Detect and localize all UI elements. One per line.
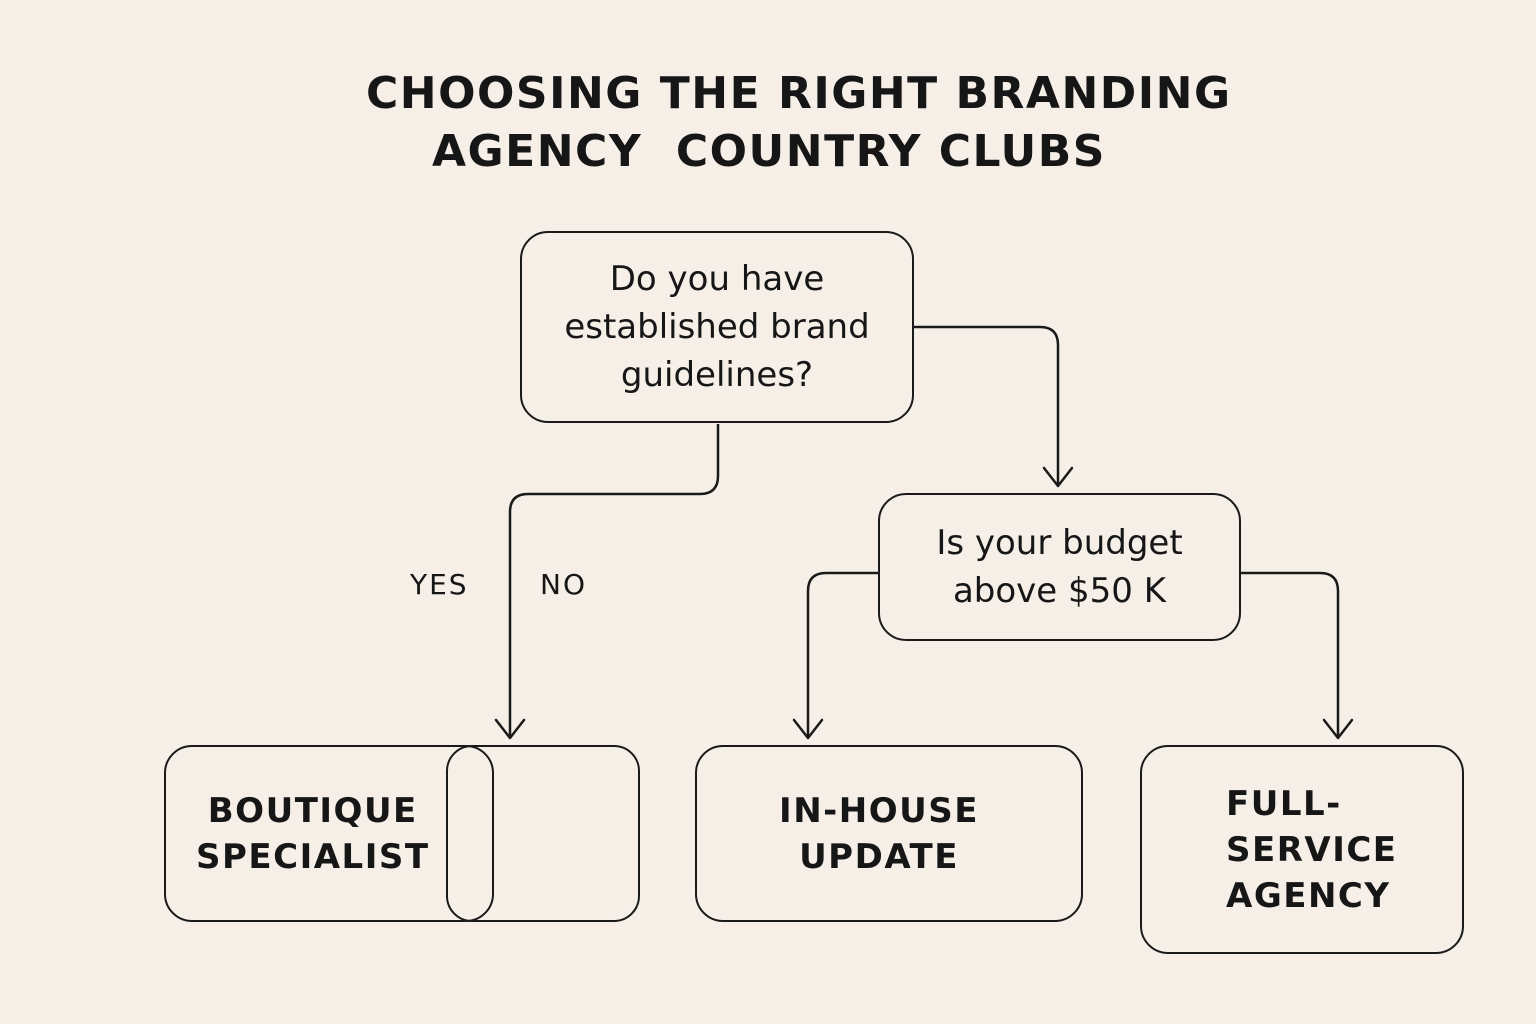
outcome-node-inhouse-update: IN-HOUSE UPDATE xyxy=(695,745,1083,922)
decision-text-line-2: established brand xyxy=(564,307,870,347)
edge-label-no: NO xyxy=(540,568,587,601)
outcome-text-line-1: BOUTIQUE xyxy=(207,790,418,831)
decision-node-budget: Is your budget above $50 K xyxy=(878,493,1241,641)
connector-guidelines-to-budget xyxy=(914,325,1060,484)
decision-node-brand-guidelines: Do you have established brand guidelines… xyxy=(520,231,914,423)
outcome-text-line-3: AGENCY xyxy=(1226,875,1391,916)
outcome-node-boutique-specialist: BOUTIQUE SPECIALIST xyxy=(164,745,494,922)
outcome-text-line-1: FULL- xyxy=(1226,783,1342,824)
edge-label-yes: YES xyxy=(410,568,469,601)
decision-text-line-3: guidelines? xyxy=(620,355,814,395)
decision-text-line-1: Do you have xyxy=(609,259,825,299)
outcome-text-line-2: UPDATE xyxy=(799,836,959,877)
diagram-title-line-1: CHOOSING THE RIGHT BRANDING xyxy=(366,68,1232,119)
outcome-node-boutique-overlay-box xyxy=(446,745,640,922)
diagram-title-line-2: AGENCY COUNTRY CLUBS xyxy=(432,126,1106,177)
outcome-text-line-2: SPECIALIST xyxy=(196,836,430,877)
connector-budget-to-fullservice xyxy=(1240,571,1340,736)
connector-guidelines-to-boutique xyxy=(508,424,720,736)
outcome-text-line-1: IN-HOUSE xyxy=(779,790,979,831)
arrowhead-fullservice xyxy=(1322,718,1354,740)
decision-text-line-1: Is your budget xyxy=(936,523,1183,563)
outcome-text-line-2: SERVICE xyxy=(1226,829,1398,870)
arrowhead-budget xyxy=(1042,466,1074,488)
connector-budget-to-inhouse xyxy=(806,571,880,736)
decision-text-line-2: above $50 K xyxy=(952,571,1167,611)
outcome-node-full-service-agency: FULL- SERVICE AGENCY xyxy=(1140,745,1464,954)
arrowhead-inhouse xyxy=(792,718,824,740)
arrowhead-boutique xyxy=(494,718,526,740)
